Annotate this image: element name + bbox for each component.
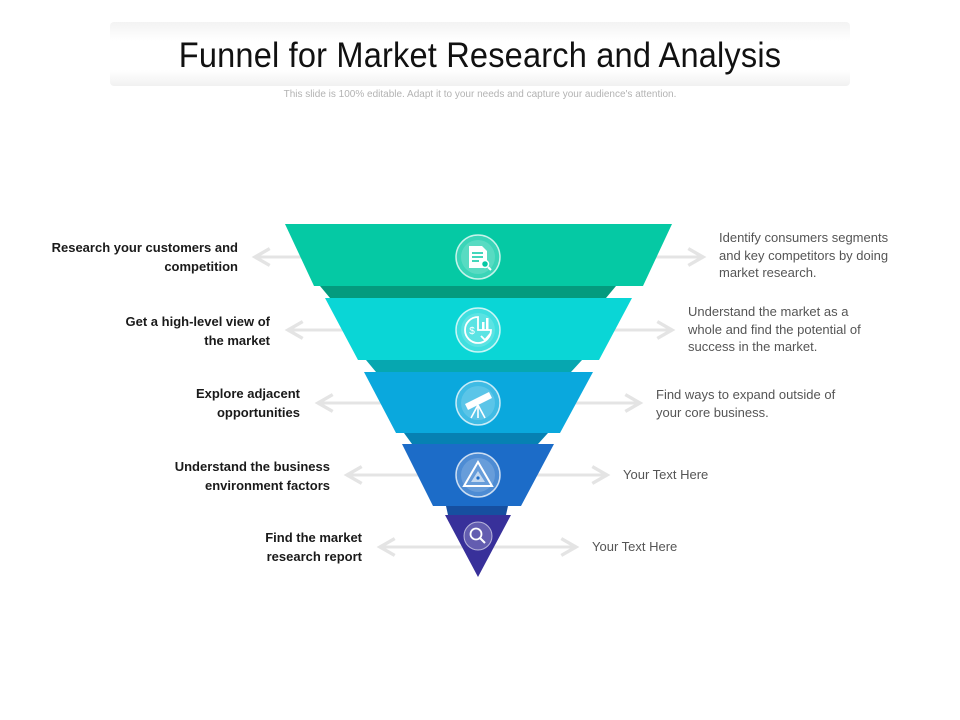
stage-label-2: Get a high-level view of the market — [125, 314, 270, 348]
magnifier-icon — [463, 521, 493, 551]
stage-label-3: Explore adjacent opportunities — [195, 386, 300, 420]
stage-description-5: Your Text Here — [592, 539, 678, 554]
stage-icons: $ — [455, 234, 501, 551]
stage-label-1: Research your customers and competition — [51, 240, 238, 274]
telescope-icon — [455, 380, 501, 426]
funnel-band-1 — [320, 286, 616, 298]
funnel-band-4 — [446, 506, 508, 515]
stage-label-5: Find the market research report — [265, 530, 362, 564]
funnel-layer-5 — [445, 515, 511, 577]
stage-description-4: Your Text Here — [623, 467, 709, 482]
funnel-band-3 — [404, 433, 548, 444]
funnel-band-2 — [366, 360, 582, 372]
funnel-depth-bands — [320, 286, 616, 515]
stage-description-2: Understand the market as a whole and fin… — [688, 304, 861, 354]
stage-label-4: Understand the business environment fact… — [174, 459, 330, 493]
stage-description-3: Find ways to expand outside of your core… — [656, 387, 836, 420]
stage-description-1: Identify consumers segments and key comp… — [719, 230, 889, 280]
money-chart-icon: $ — [455, 307, 501, 353]
title-banner — [110, 22, 850, 86]
page-subtitle: This slide is 100% editable. Adapt it to… — [283, 89, 677, 100]
svg-text:$: $ — [469, 326, 475, 337]
document-search-icon — [455, 234, 501, 280]
pyramid-icon — [455, 452, 501, 498]
page-title: Funnel for Market Research and Analysis — [178, 36, 782, 75]
